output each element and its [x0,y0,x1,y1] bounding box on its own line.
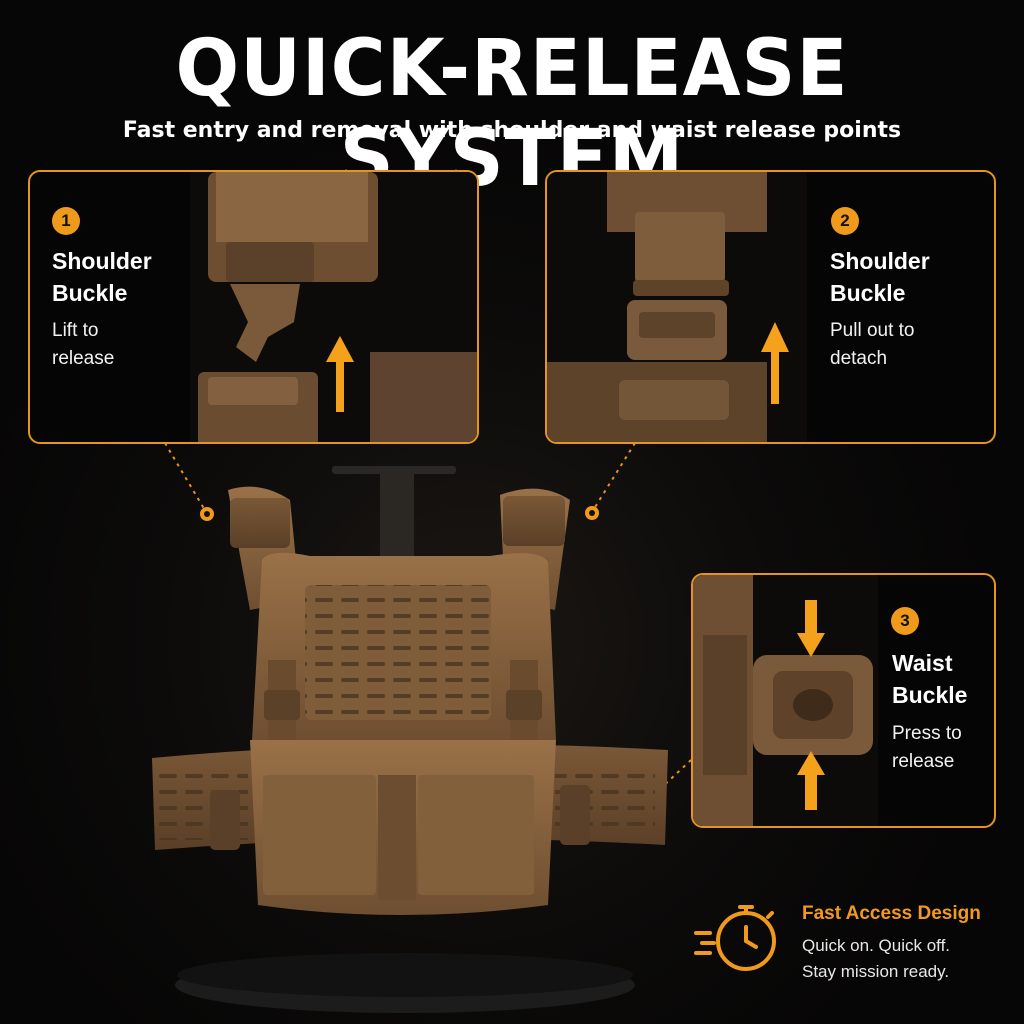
shoulder-buckle-photo-1 [190,172,477,442]
callout-shoulder-buckle-2: 2 Shoulder Buckle Pull out to detach [545,170,996,444]
step-badge-3: 3 [891,607,919,635]
step-badge-1: 1 [52,207,80,235]
step-desc-line2: release [52,348,115,369]
step-desc-line2: release [892,751,955,772]
step-title-line1: Waist [892,650,953,676]
callout-waist-buckle: 3 Waist Buckle Press to release [691,573,996,828]
step-title-line1: Shoulder [830,248,930,274]
step-desc-line1: Lift to [52,320,99,341]
step-badge-2: 2 [831,207,859,235]
step-title-line2: Buckle [52,280,128,306]
feature-line-2: Stay mission ready. [802,962,950,981]
callout-shoulder-buckle-1: 1 Shoulder Buckle Lift to release [28,170,479,444]
step-title-line1: Shoulder [52,248,152,274]
step-desc-line1: Press to [892,723,962,744]
feature-title: Fast Access Design [802,903,981,924]
step-title-line2: Buckle [830,280,906,306]
step-desc-line1: Pull out to [830,320,915,341]
shoulder-buckle-photo-2 [547,172,807,442]
feature-line-1: Quick on. Quick off. [802,936,951,955]
step-desc-line2: detach [830,348,888,369]
waist-buckle-photo [693,575,878,826]
step-title-line2: Buckle [892,682,968,708]
page-subtitle: Fast entry and removal with shoulder and… [122,118,902,143]
stopwatch-icon [694,905,776,971]
